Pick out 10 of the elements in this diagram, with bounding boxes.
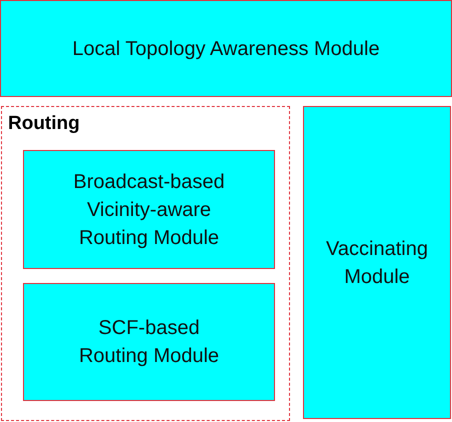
group-container <box>1 106 290 421</box>
group-title: Routing <box>8 113 80 135</box>
module-box <box>303 106 451 419</box>
module-label: Local Topology Awareness Module <box>71 36 381 62</box>
module-box <box>23 150 275 269</box>
module-box <box>23 283 275 401</box>
module-label: Vaccinating Module <box>325 236 429 290</box>
module-box <box>0 0 452 97</box>
module-label: SCF-based Routing Module <box>78 316 220 369</box>
module-label: Broadcast-based Vicinity-aware Routing Module <box>72 170 226 250</box>
